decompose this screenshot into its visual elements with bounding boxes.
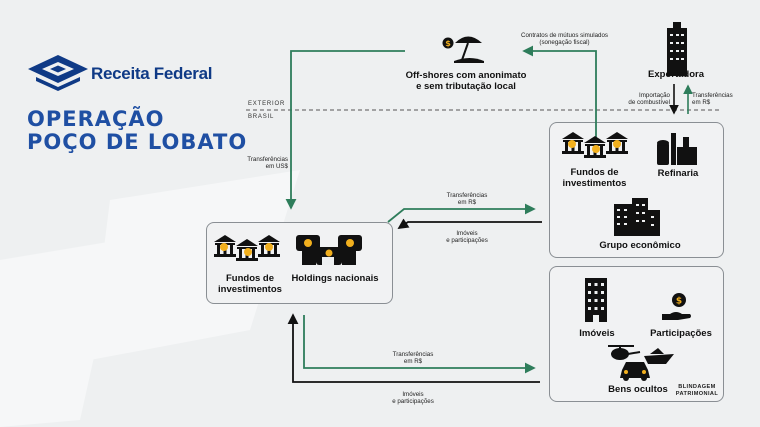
refinaria-label: Refinaria bbox=[657, 168, 699, 179]
grupo-label: Grupo econômico bbox=[599, 240, 681, 251]
refinery-icon bbox=[657, 133, 697, 165]
page-title-line1: OPERAÇÃO bbox=[27, 107, 165, 131]
building-cluster-icon bbox=[614, 198, 660, 236]
imoveis-label: Imóveis bbox=[579, 328, 615, 339]
contratos-label: Contratos de mútuos simulados(sonegação … bbox=[520, 32, 608, 47]
apartment-building-icon bbox=[585, 278, 607, 322]
zone-exterior: EXTERIOR bbox=[248, 101, 286, 107]
storefront-icon bbox=[296, 235, 362, 265]
participacoes-label: Participações bbox=[650, 328, 712, 339]
bank-icon bbox=[562, 132, 628, 158]
bens-label: Bens ocultos bbox=[608, 384, 668, 395]
office-tower-icon bbox=[667, 22, 687, 76]
zone-brasil: BRASIL bbox=[248, 114, 275, 120]
bank-icon bbox=[214, 235, 280, 261]
beach-umbrella-icon: $ bbox=[442, 36, 484, 63]
luxury-vehicles-icon bbox=[608, 345, 674, 381]
svg-text:$: $ bbox=[676, 297, 682, 307]
box-blindagem bbox=[549, 266, 724, 402]
brand-name: Receita Federal bbox=[91, 64, 213, 83]
exportadora-label: Exportadora bbox=[648, 69, 704, 80]
holdings-label: Holdings nacionais bbox=[291, 273, 379, 284]
svg-text:$: $ bbox=[445, 39, 451, 48]
hand-coin-icon: $ bbox=[662, 293, 691, 320]
page-title-line2: POÇO DE LOBATO bbox=[27, 130, 248, 154]
